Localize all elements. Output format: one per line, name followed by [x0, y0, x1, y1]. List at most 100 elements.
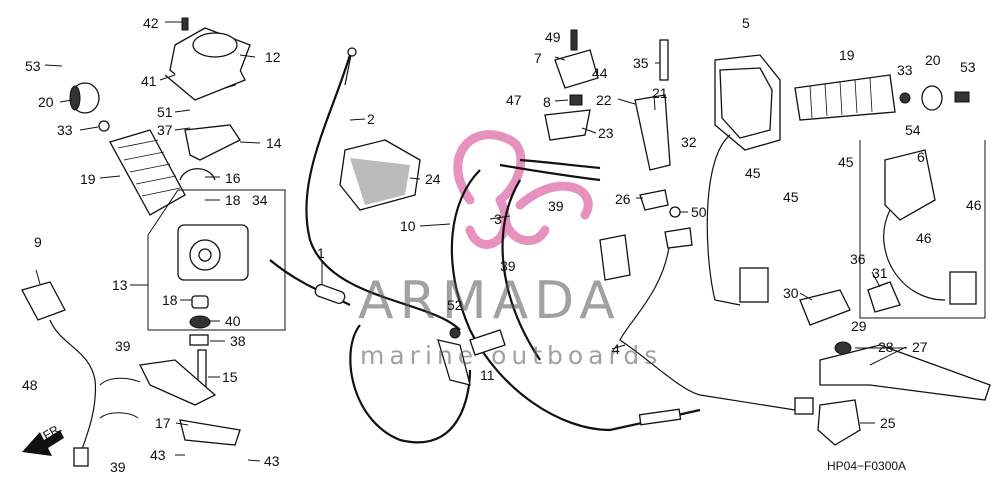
callout-18b: 18 — [162, 292, 178, 308]
callout-30: 30 — [783, 285, 799, 301]
callout-36: 36 — [850, 251, 866, 267]
nut-38 — [189, 334, 209, 346]
clamp-26 — [639, 189, 669, 211]
callout-21: 21 — [652, 85, 668, 101]
callout-5: 5 — [742, 15, 750, 31]
connector-6 — [949, 271, 977, 305]
callout-20r: 20 — [925, 52, 941, 68]
callout-45b: 45 — [745, 165, 761, 181]
callout-39a: 39 — [115, 338, 131, 354]
callout-14: 14 — [266, 135, 282, 151]
gasket — [164, 69, 246, 101]
callout-25: 25 — [880, 415, 896, 431]
connector-mid — [599, 234, 631, 281]
connector-4 — [794, 397, 814, 415]
callout-45c: 45 — [783, 189, 799, 205]
callout-43b: 43 — [264, 453, 280, 469]
callout-32: 32 — [681, 134, 697, 150]
left-grip-assembly — [21, 17, 286, 467]
callout-37: 37 — [157, 122, 173, 138]
callout-38: 38 — [230, 333, 246, 349]
callout-4: 4 — [612, 341, 620, 357]
callout-7: 7 — [534, 50, 542, 66]
callout-53r: 53 — [960, 59, 976, 75]
leader-lines — [35, 21, 907, 462]
callout-23: 23 — [598, 125, 614, 141]
callout-24: 24 — [425, 171, 441, 187]
callout-8: 8 — [543, 94, 551, 110]
bolt-35 — [659, 39, 669, 81]
right-grip — [794, 74, 896, 121]
key-31 — [867, 281, 901, 313]
screw-49 — [570, 29, 578, 51]
switch-6 — [884, 149, 936, 221]
cable-2 — [305, 54, 461, 331]
callout-34: 34 — [252, 192, 268, 208]
callout-45a: 45 — [838, 154, 854, 170]
callout-10: 10 — [400, 218, 416, 234]
group-box-13 — [147, 189, 286, 331]
left-grip — [109, 129, 186, 216]
lever-bracket — [184, 124, 241, 161]
callout-28: 28 — [878, 339, 894, 355]
callout-1: 1 — [317, 245, 325, 261]
cable-1 — [269, 259, 351, 306]
throttle-arm — [139, 359, 217, 406]
spring — [179, 168, 216, 181]
cables — [269, 47, 701, 444]
callout-43a: 43 — [150, 447, 166, 463]
callout-26: 26 — [615, 191, 631, 207]
callout-50: 50 — [691, 204, 707, 220]
holder-21 — [634, 94, 671, 171]
callout-13: 13 — [112, 277, 128, 293]
callout-2: 2 — [367, 111, 375, 127]
callout-19: 19 — [80, 171, 96, 187]
end-weight-cap — [69, 85, 81, 111]
diagram-code: HP04−F0300A — [827, 459, 906, 473]
callout-42: 42 — [143, 15, 159, 31]
callout-46a: 46 — [966, 197, 982, 213]
callout-12: 12 — [265, 49, 281, 65]
callout-19r: 19 — [839, 47, 855, 63]
callout-44: 44 — [592, 65, 608, 81]
callout-3: 3 — [494, 211, 502, 227]
callout-51: 51 — [157, 104, 173, 120]
sensor-9 — [21, 281, 66, 321]
group-box-54 — [859, 140, 986, 319]
callout-29: 29 — [851, 318, 867, 334]
nut-52 — [449, 327, 461, 339]
connector-5 — [739, 267, 769, 303]
callout-9: 9 — [34, 234, 42, 250]
callout-40: 40 — [225, 313, 241, 329]
watermark-brand: ARMADA — [358, 271, 621, 331]
callout-49: 49 — [545, 29, 561, 45]
callout-22: 22 — [596, 92, 612, 108]
callouts: 42 12 41 53 20 33 19 51 37 14 16 18 34 9… — [22, 15, 982, 475]
callout-33r: 33 — [897, 62, 913, 78]
callout-15: 15 — [222, 369, 238, 385]
callout-27: 27 — [912, 339, 928, 355]
callout-20: 20 — [38, 94, 54, 110]
nut-50 — [669, 206, 681, 218]
right-switch-assembly — [544, 29, 991, 446]
callout-41: 41 — [141, 73, 157, 89]
callout-31: 31 — [872, 265, 888, 281]
callout-47: 47 — [506, 92, 522, 108]
callout-17: 17 — [155, 415, 171, 431]
bolt-53r — [954, 91, 970, 103]
lever-27 — [819, 344, 991, 401]
watermark-tagline: marine outboards — [360, 341, 662, 370]
callout-39c: 39 — [548, 198, 564, 214]
callout-39b: 39 — [110, 459, 126, 475]
adjuster-11 — [437, 339, 471, 386]
washer-40 — [189, 315, 211, 329]
key-switch-30 — [799, 289, 851, 326]
bracket-23 — [544, 109, 591, 141]
end-weight-r — [921, 85, 943, 111]
callout-48: 48 — [22, 377, 38, 393]
callout-52: 52 — [447, 297, 463, 313]
callout-46b: 46 — [916, 230, 932, 246]
collar-33r — [899, 92, 911, 104]
collar — [98, 120, 110, 132]
